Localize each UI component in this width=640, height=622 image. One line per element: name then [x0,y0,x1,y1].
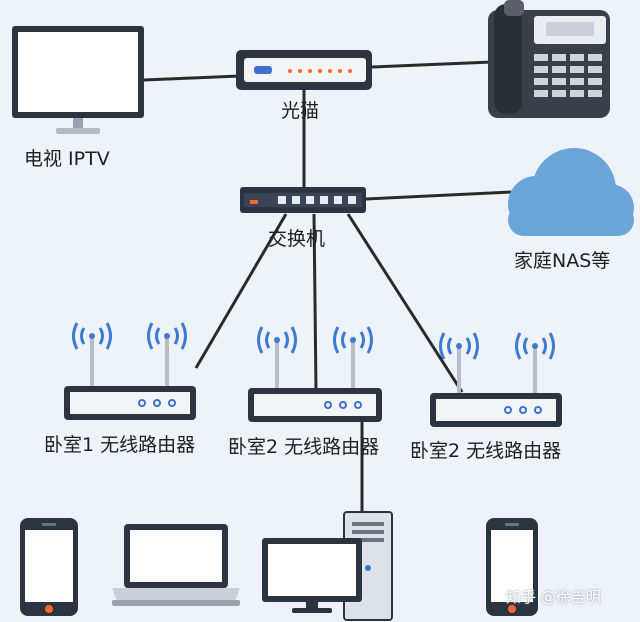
tv-icon [12,26,144,134]
cloud-icon [508,148,634,236]
watermark: 知乎 @徐吉明 [506,588,601,606]
connections [143,60,513,512]
router1-label: 卧室1 无线路由器 [44,434,196,456]
link-tv-modem [143,74,241,82]
router-icon [430,332,562,427]
link-switch-router2 [312,213,318,391]
link-modem-phone [371,60,493,69]
phone-icon [488,0,610,118]
router3-label: 卧室2 无线路由器 [410,440,562,462]
link-switch-router3 [346,213,464,393]
smartphone-icon [20,518,78,616]
switch-icon [240,187,366,213]
desktop-icon [262,511,393,621]
router-icon [248,326,382,422]
laptop-icon [112,524,240,606]
modem-icon [236,50,372,90]
router-icon [64,322,196,420]
tv-label: 电视 IPTV [24,148,110,170]
modem-label: 光猫 [281,100,320,122]
smartphone-icon [486,518,538,616]
router2-label: 卧室2 无线路由器 [228,436,380,458]
nas-label: 家庭NAS等 [514,250,611,272]
link-switch-router1 [194,213,288,369]
switch-label: 交换机 [268,228,326,250]
link-switch-nas [365,190,513,201]
